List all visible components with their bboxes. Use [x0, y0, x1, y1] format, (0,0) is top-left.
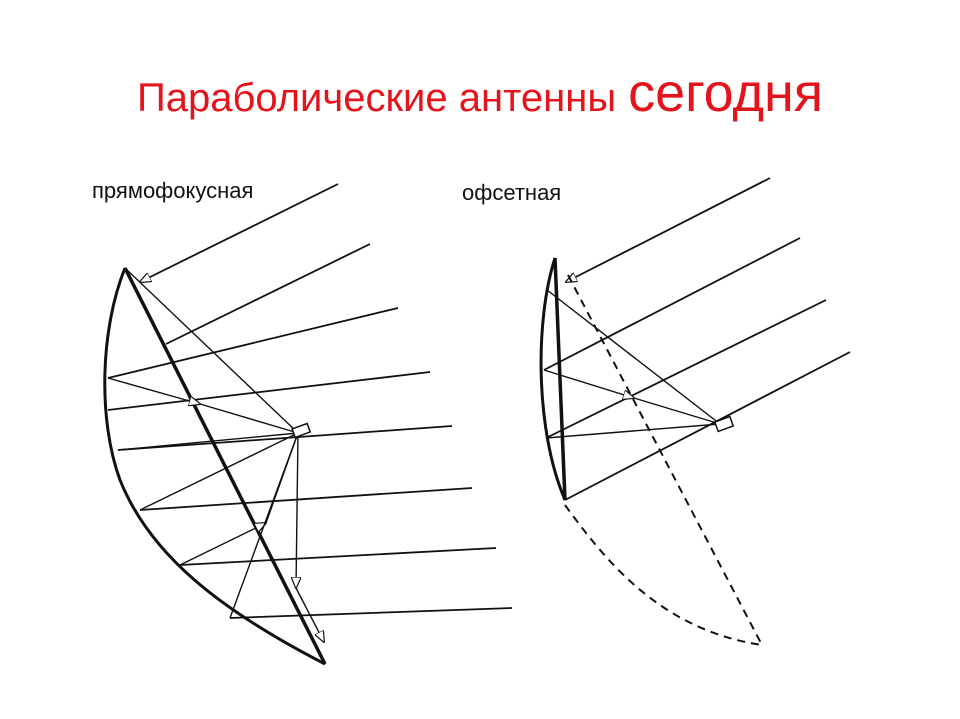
prime-reflector — [103, 267, 326, 666]
title-main: Параболические антенны — [136, 76, 617, 120]
offset-incoming-ray — [566, 177, 771, 282]
prime-reflected-ray — [139, 432, 299, 511]
offset-incoming-ray — [564, 351, 851, 501]
prime-focus-label: прямофокусная — [92, 178, 253, 203]
title-accent: сегодня — [628, 63, 824, 123]
offset-reflected-ray — [633, 397, 721, 425]
prime-incoming-ray — [107, 307, 399, 379]
prime-reflected-ray — [124, 267, 299, 434]
offset-reflected-rays — [543, 289, 721, 439]
offset-incoming-ray — [543, 237, 801, 371]
offset-reflector — [539, 257, 567, 501]
prime-reflected-ray — [296, 432, 298, 588]
offset-reflected-ray — [543, 369, 634, 398]
offset-aperture-line — [553, 257, 567, 501]
offset-label: офсетная — [462, 180, 561, 205]
offset-dashed-line — [567, 274, 763, 646]
prime-incoming-ray — [165, 243, 371, 345]
prime-incoming-ray — [117, 425, 453, 451]
offset-incoming-rays — [543, 177, 851, 501]
prime-reflected-ray — [179, 523, 266, 566]
prime-incoming-rays — [107, 183, 513, 619]
offset-dashed-curve — [564, 504, 763, 646]
offset-parent-paraboloid — [564, 274, 763, 646]
prime-incoming-ray — [229, 607, 513, 619]
prime-aperture-line — [123, 267, 327, 665]
prime-focus-antenna: прямофокусная — [92, 178, 513, 666]
prime-reflected-ray — [117, 432, 299, 451]
offset-reflected-ray — [545, 423, 721, 439]
offset-feed-horn — [713, 415, 735, 433]
prime-incoming-ray — [140, 183, 339, 282]
prime-reflected-ray — [107, 377, 200, 404]
offset-incoming-ray — [545, 299, 827, 439]
offset-reflected-ray — [546, 289, 721, 425]
prime-feed-horn — [291, 422, 312, 439]
prime-reflected-ray — [295, 587, 324, 642]
prime-reflected-ray — [199, 403, 299, 434]
prime-incoming-ray — [107, 371, 431, 411]
offset-antenna: офсетная — [462, 177, 851, 646]
prime-incoming-ray — [179, 547, 497, 566]
prime-incoming-ray — [139, 487, 473, 511]
prime-reflected-rays — [107, 267, 324, 642]
prime-reflected-ray — [229, 432, 299, 619]
